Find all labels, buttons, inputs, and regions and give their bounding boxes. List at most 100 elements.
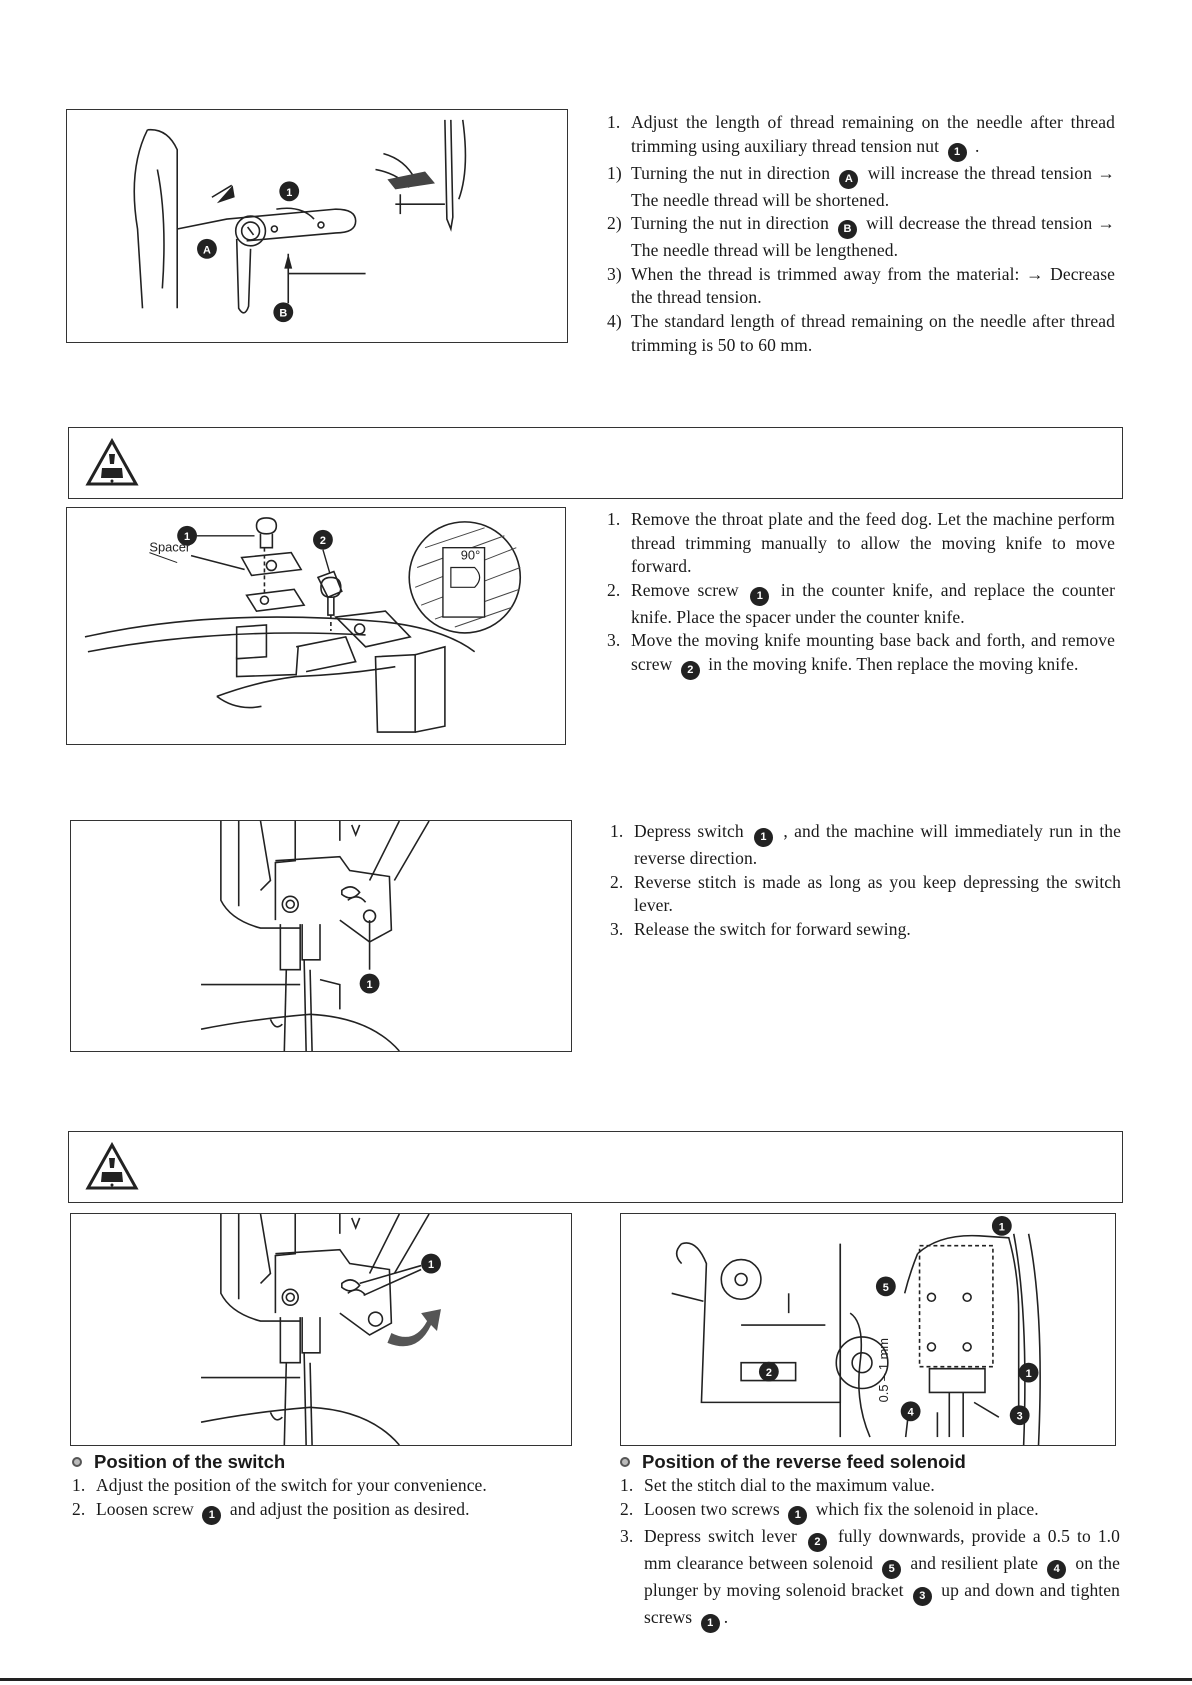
instruction-number: 4) — [607, 310, 622, 331]
instruction-number: 1. — [610, 821, 624, 841]
instruction-item: 3. Move the moving knife mounting base ba… — [607, 629, 1115, 680]
instruction-text: When the thread is trimmed away from the… — [631, 263, 1115, 308]
instruction-text: will increase the thread tension → The n… — [631, 162, 1115, 210]
caution-icon — [85, 438, 139, 486]
instruction-item: 1.Adjust the length of thread remaining … — [607, 111, 1115, 162]
callout-number-icon: 1 — [754, 828, 774, 847]
figure-callout-bracket: 3 — [1017, 1411, 1023, 1423]
solenoid-position-heading: Position of the reverse feed solenoid — [620, 1450, 966, 1474]
instruction-item: 1. Remove the throat plate and the feed d… — [607, 508, 1115, 579]
instruction-text: Loosen two screws — [644, 1498, 785, 1519]
figure-callout-solenoid: 5 — [883, 1282, 889, 1294]
caution-banner-1 — [68, 427, 1123, 499]
figure-callout-screws-2: 1 — [1026, 1368, 1032, 1380]
bullet-icon — [620, 1457, 630, 1467]
instruction-text: on the plunger by moving solenoid bracke… — [644, 1552, 1120, 1600]
instruction-item: 2.Loosen screw 1 and adjust the position… — [72, 1498, 572, 1525]
callout-number-icon: 2 — [807, 1532, 827, 1552]
switch-position-heading-text: Position of the switch — [94, 1451, 286, 1472]
figure-callout-switch-lever: 2 — [766, 1367, 772, 1379]
instruction-text: will decrease the thread tension → The n… — [631, 213, 1116, 261]
figure-spacer-label: Spacer — [149, 540, 191, 555]
instruction-item: 2.Loosen two screws 1 which fix the sole… — [620, 1498, 1120, 1525]
instruction-number: 1. — [607, 112, 621, 132]
instruction-text: Release the switch for forward sewing. — [634, 918, 911, 939]
solenoid-position-text: 1. Set the stitch dial to the maximum val… — [620, 1474, 1120, 1633]
callout-number-icon: 1 — [750, 586, 770, 606]
instruction-item: 3) When the thread is trimmed away from t… — [607, 263, 1115, 310]
instruction-text: in the counter knife, and replace the co… — [631, 579, 1115, 627]
instruction-item: 4) The standard length of thread remainin… — [607, 310, 1115, 357]
callout-number-icon: A — [839, 169, 859, 189]
instruction-text: Loosen screw — [96, 1498, 199, 1519]
reverse-switch-figure: 1 — [70, 820, 572, 1052]
figure-callout-screws: 1 — [999, 1221, 1005, 1233]
callout-number-icon: 1 — [700, 1613, 720, 1633]
caution-banner-2 — [68, 1131, 1123, 1203]
instruction-number: 3. — [610, 918, 624, 939]
instruction-text: Turning the nut in direction — [631, 162, 836, 183]
instruction-number: 2. — [610, 871, 624, 892]
instruction-number: 1. — [620, 1475, 634, 1495]
solenoid-position-figure: 0.5 – 1 mm 1 2 3 4 5 1 — [620, 1213, 1116, 1446]
callout-number-icon: 1 — [947, 142, 967, 162]
instruction-number: 3. — [607, 630, 621, 651]
solenoid-position-heading-text: Position of the reverse feed solenoid — [642, 1451, 966, 1472]
switch-position-illustration: 1 — [200, 1214, 441, 1445]
instruction-text: fully downwards, provide a 0.5 to 1.0 mm… — [644, 1525, 1120, 1573]
callout-number-icon: 5 — [882, 1559, 902, 1579]
callout-number-icon: 1 — [202, 1505, 222, 1525]
knife-replacement-figure: 90° 1 2 Spacer — [66, 507, 566, 745]
instruction-text: Remove screw — [631, 579, 747, 600]
instruction-text: Depress switch — [634, 821, 751, 841]
callout-number-icon: B — [838, 220, 858, 240]
section3-text: 1. Depress switch 1 , and the machine wil… — [610, 820, 1121, 941]
figure-angle-label: 90° — [461, 548, 480, 563]
switch-position-figure: 1 — [70, 1213, 572, 1446]
figure-callout-switch: 1 — [367, 979, 373, 991]
instruction-text: , and the machine will immediately run i… — [634, 821, 1122, 868]
figure-callout-plate: 4 — [908, 1407, 914, 1419]
figure-callout-direction-b: B — [279, 308, 287, 320]
figure-callout-screw1: 1 — [184, 531, 190, 543]
instruction-number: 2) — [607, 213, 622, 234]
figure-callout-direction-a: A — [203, 244, 211, 256]
callout-number-icon: 2 — [680, 660, 700, 680]
instruction-text: The standard length of thread remaining … — [631, 310, 1115, 355]
instruction-text: Turning the nut in direction — [631, 213, 835, 234]
instruction-item: 3. Release the switch for forward sewing. — [610, 918, 1121, 942]
instruction-number: 2. — [607, 579, 621, 600]
instruction-item: 2. Remove screw 1 in the counter knife, a… — [607, 579, 1115, 630]
section2-text: 1. Remove the throat plate and the feed d… — [607, 508, 1115, 680]
instruction-item: 2) Turning the nut in direction B will de… — [607, 212, 1115, 263]
knife-replacement-illustration: 90° 1 2 Spacer — [84, 517, 522, 733]
instruction-number: 1. — [72, 1475, 86, 1495]
figure-clearance-label: 0.5 – 1 mm — [876, 1338, 891, 1402]
page-bottom-rule — [0, 1678, 1192, 1681]
instruction-text: . — [723, 1606, 729, 1627]
bullet-icon — [72, 1457, 82, 1467]
callout-number-icon: 1 — [788, 1505, 808, 1525]
reverse-switch-illustration: 1 — [200, 821, 430, 1051]
instruction-item: 1) Turning the nut in direction A will in… — [607, 162, 1115, 213]
instruction-item: 1. Set the stitch dial to the maximum val… — [620, 1474, 1120, 1498]
instruction-text: Depress switch lever — [644, 1525, 804, 1546]
instruction-item: 3. Depress switch lever 2 fully downwards… — [620, 1525, 1120, 1633]
instruction-item: 1.Adjust the position of the switch for … — [72, 1474, 572, 1498]
switch-position-heading: Position of the switch — [72, 1450, 285, 1474]
instruction-number: 1) — [607, 162, 622, 183]
instruction-text: up and down and tighten screws — [644, 1579, 1120, 1627]
figure-callout-nut: 1 — [286, 187, 292, 199]
thread-tension-figure: 1 A B — [66, 109, 568, 343]
figure-callout-screw: 1 — [428, 1259, 434, 1271]
figure-callout-screw2: 2 — [320, 535, 326, 547]
instruction-item: 1. Depress switch 1 , and the machine wil… — [610, 820, 1121, 871]
instruction-text: Remove the throat plate and the feed dog… — [631, 509, 1115, 577]
instruction-number: 2. — [72, 1498, 86, 1519]
instruction-text: Move the moving knife mounting base back… — [631, 630, 1115, 674]
instruction-item: 2.Reverse stitch is made as long as you … — [610, 871, 1121, 918]
instruction-number: 3) — [607, 263, 622, 284]
instruction-text: Set the stitch dial to the maximum value… — [644, 1475, 935, 1495]
instruction-number: 1. — [607, 509, 621, 529]
instruction-number: 3. — [620, 1525, 634, 1546]
